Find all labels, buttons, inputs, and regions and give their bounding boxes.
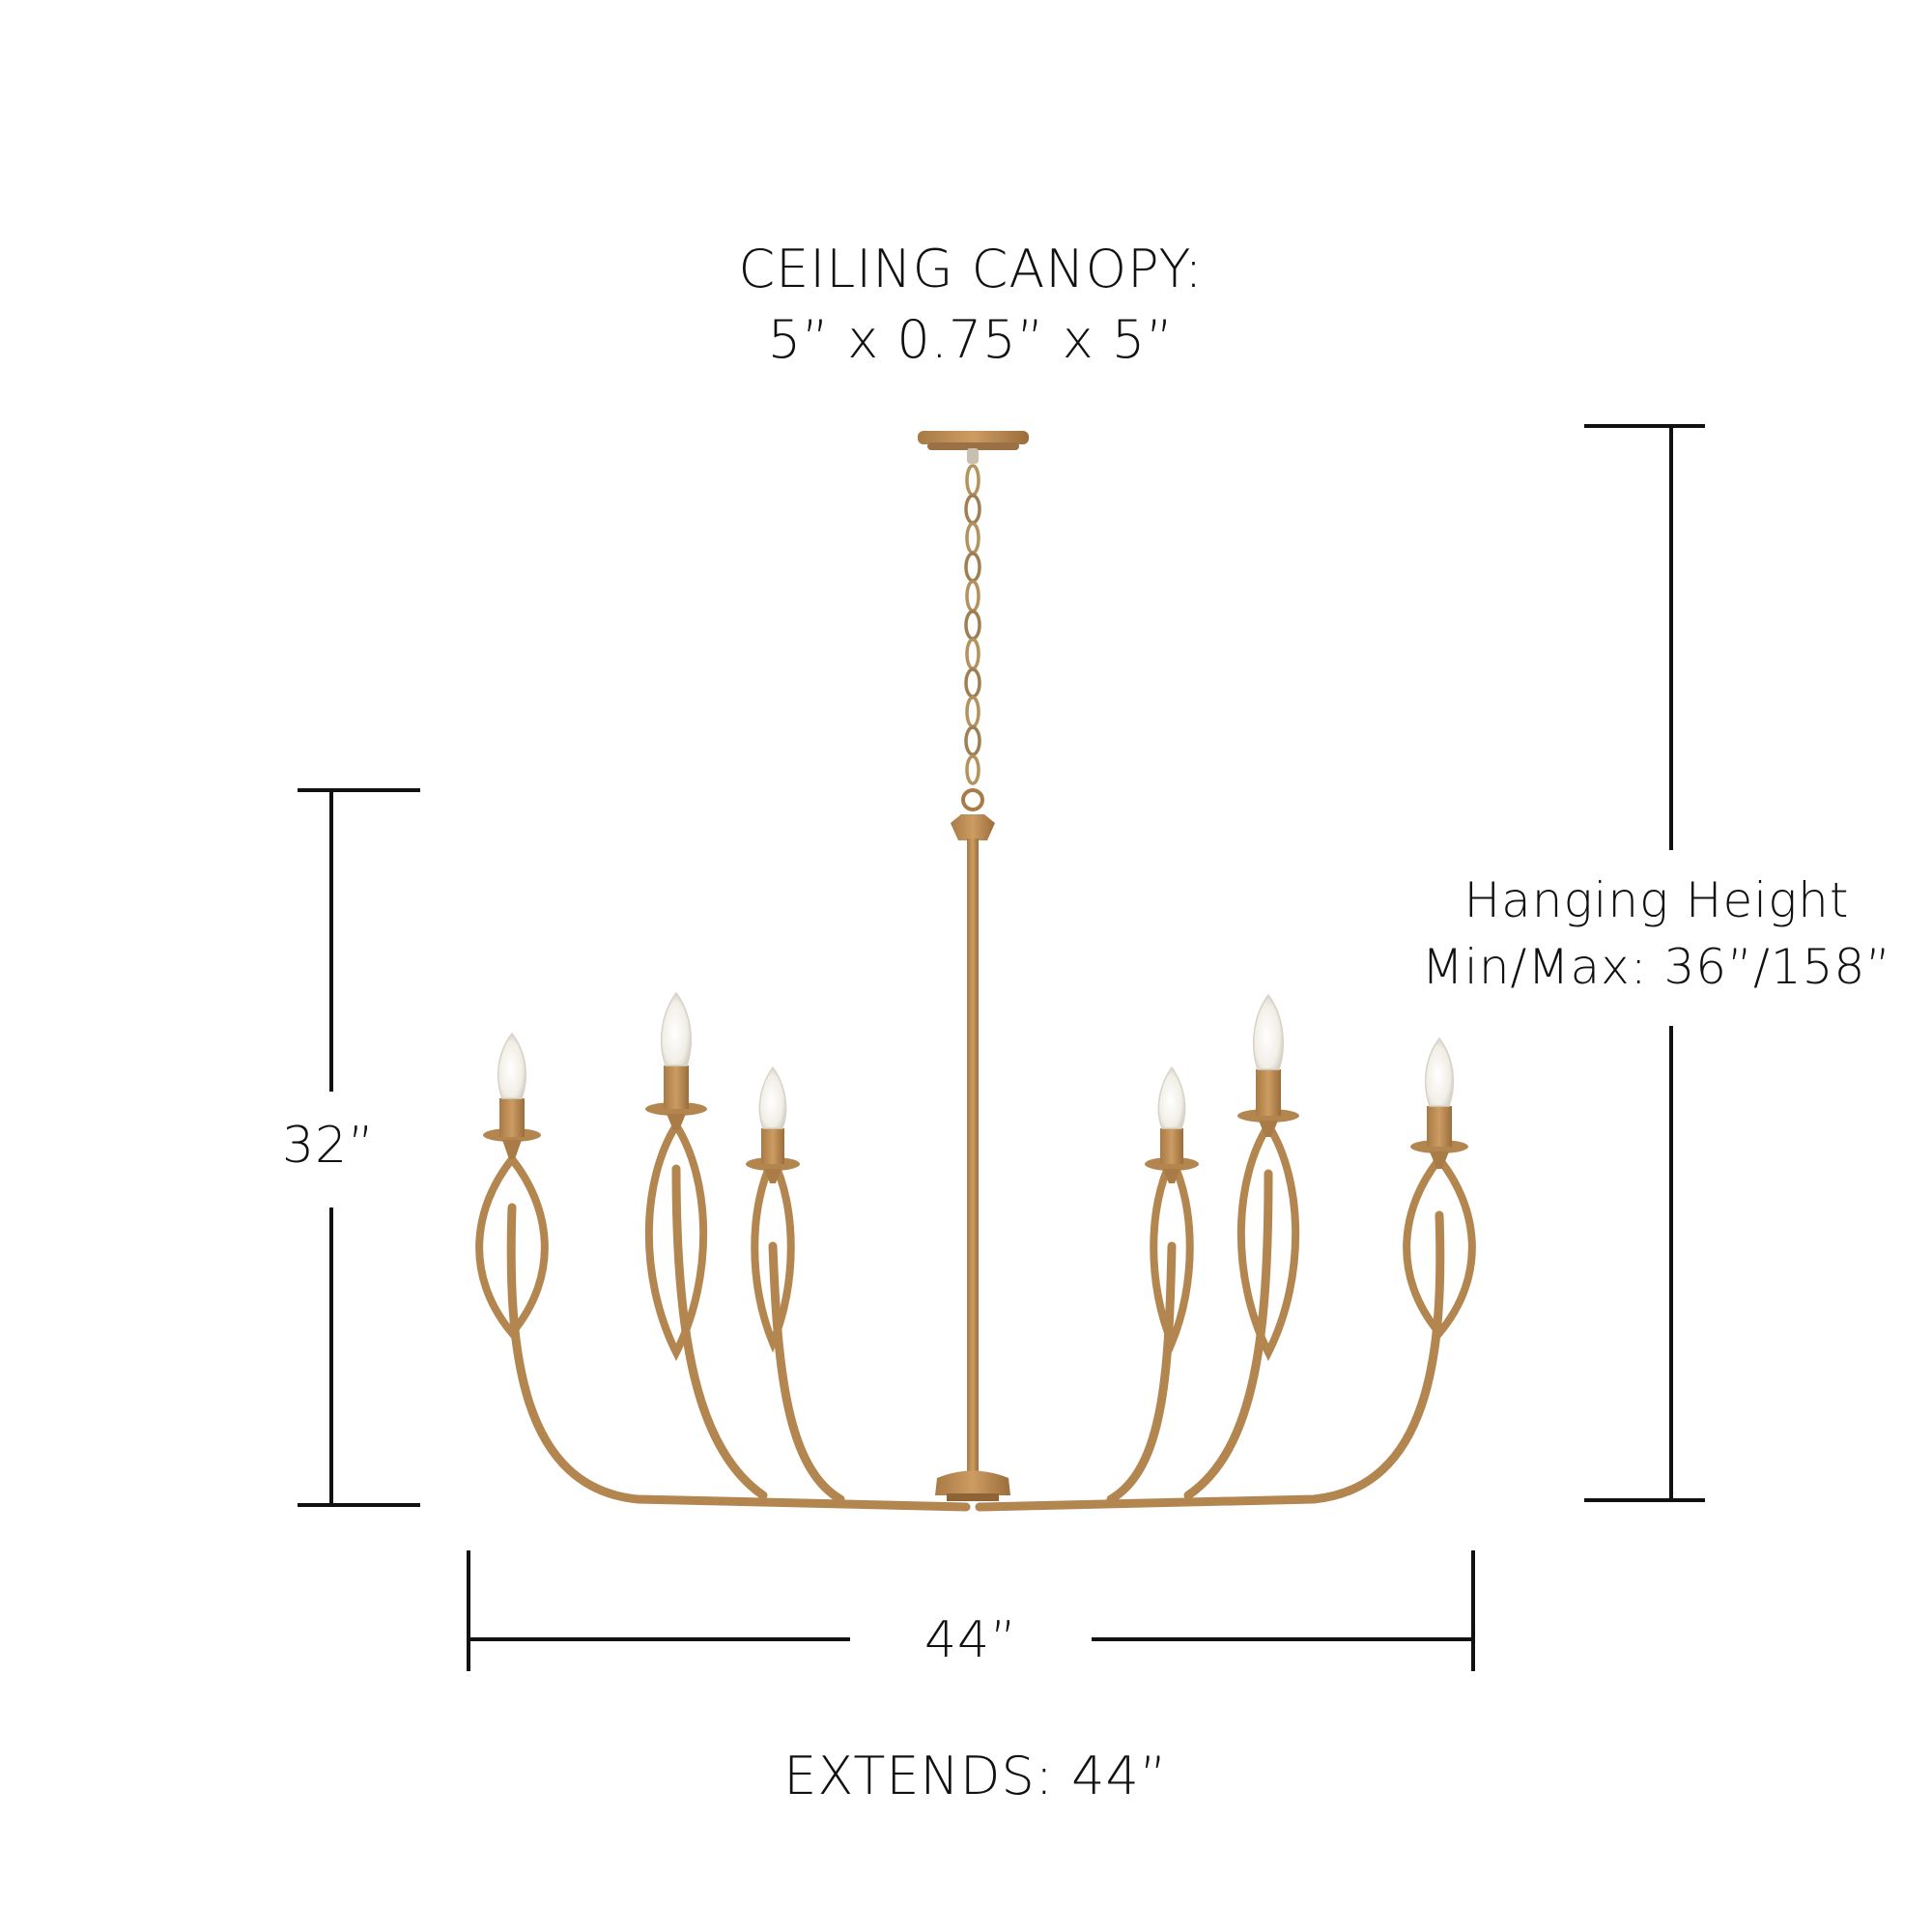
center-hub [935,1470,1010,1501]
base-arms [506,1164,1445,1512]
fixture-height-dimension [298,788,420,1507]
light-6 [1410,1037,1468,1169]
light-3 [746,1065,800,1183]
extends-label: EXTENDS: 44” [783,1746,1168,1806]
chain [961,464,984,811]
light-5 [1237,993,1299,1137]
light-1 [483,1032,541,1159]
canopy-title: CEILING CANOPY: [738,239,1204,299]
center-rod [951,814,995,1478]
hanging-height-label: Hanging Height [1463,872,1850,928]
light-2 [645,991,707,1130]
arm-loops [475,1118,1476,1361]
ceiling-canopy [918,431,1029,464]
canopy-dimensions: 5” x 0.75” x 5” [767,309,1175,370]
fixture-width-dimension [467,1550,1475,1671]
hanging-height-values: Min/Max: 36”/158” [1421,939,1892,995]
hanging-height-dimension [1584,424,1705,1502]
fixture-height-label: 32” [281,1117,376,1175]
fixture-width-label: 44” [923,1611,1018,1669]
light-4 [1145,1065,1199,1183]
